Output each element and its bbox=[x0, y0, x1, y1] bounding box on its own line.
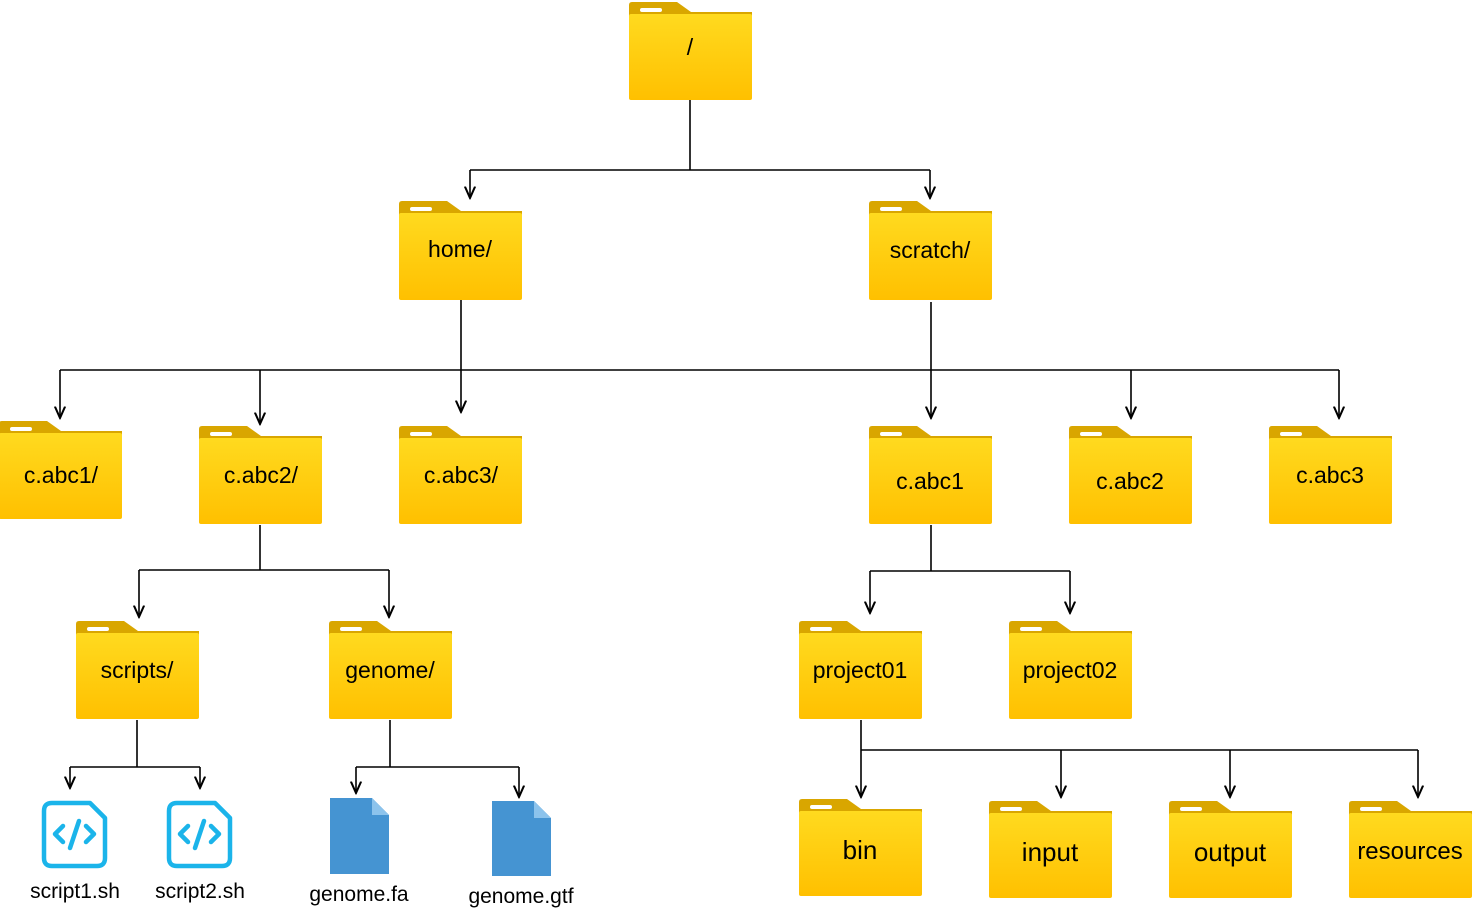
folder-home-cabc3[interactable]: c.abc3/ bbox=[399, 426, 522, 524]
tree-connectors bbox=[60, 100, 1418, 797]
folder-home[interactable]: home/ bbox=[399, 201, 522, 300]
folder-home-cabc2[interactable]: c.abc2/ bbox=[199, 426, 322, 524]
folder-icon bbox=[1009, 621, 1132, 719]
folder-icon bbox=[1349, 801, 1472, 898]
folder-label: c.abc2 bbox=[1096, 468, 1164, 494]
folder-output[interactable]: output bbox=[1169, 801, 1292, 898]
folder-icon bbox=[799, 799, 922, 896]
folder-resources[interactable]: resources bbox=[1349, 801, 1472, 898]
document-icon bbox=[330, 798, 389, 874]
folder-icon bbox=[0, 421, 122, 519]
code-file-icon bbox=[166, 800, 233, 869]
folder-label: input bbox=[1022, 837, 1079, 867]
folder-scratch-cabc3[interactable]: c.abc3 bbox=[1269, 426, 1392, 524]
document-icon bbox=[492, 801, 551, 876]
folder-icon bbox=[399, 426, 522, 524]
folder-label: / bbox=[687, 34, 694, 60]
folder-icon bbox=[1069, 426, 1192, 524]
folder-label: home/ bbox=[428, 236, 493, 262]
folder-icon bbox=[869, 201, 992, 300]
folder-project02[interactable]: project02 bbox=[1009, 621, 1132, 719]
file-label: genome.gtf bbox=[468, 885, 573, 908]
script-file-script2[interactable]: script2.sh bbox=[155, 800, 245, 903]
file-label: script2.sh bbox=[155, 880, 245, 903]
code-file-icon bbox=[41, 800, 108, 869]
folder-icon bbox=[399, 201, 522, 300]
folder-icon bbox=[199, 426, 322, 524]
file-label: script1.sh bbox=[30, 880, 120, 903]
data-file-genome-fa[interactable]: genome.fa bbox=[309, 798, 409, 906]
folder-input[interactable]: input bbox=[989, 801, 1112, 898]
folder-icon bbox=[1169, 801, 1292, 898]
folder-label: c.abc2/ bbox=[224, 462, 299, 488]
folder-label: scripts/ bbox=[101, 657, 174, 683]
script-file-script1[interactable]: script1.sh bbox=[30, 800, 120, 903]
folder-label: output bbox=[1194, 837, 1267, 867]
folder-label: project01 bbox=[813, 657, 908, 683]
folder-scratch[interactable]: scratch/ bbox=[869, 201, 992, 300]
folder-bin[interactable]: bin bbox=[799, 799, 922, 896]
folder-label: project02 bbox=[1023, 657, 1118, 683]
data-file-genome-gtf[interactable]: genome.gtf bbox=[468, 801, 574, 908]
folder-icon bbox=[869, 426, 992, 524]
folder-icon bbox=[989, 801, 1112, 898]
folder-label: genome/ bbox=[345, 657, 435, 683]
folder-root[interactable]: / bbox=[629, 2, 752, 100]
folder-label: c.abc3/ bbox=[424, 462, 499, 488]
folder-label: scratch/ bbox=[890, 237, 971, 263]
folder-label: c.abc1/ bbox=[24, 462, 99, 488]
folder-icon bbox=[629, 2, 752, 100]
folder-icon bbox=[76, 621, 199, 719]
folder-scripts[interactable]: scripts/ bbox=[76, 621, 199, 719]
folder-label: c.abc3 bbox=[1296, 462, 1364, 488]
folder-icon bbox=[799, 621, 922, 719]
folder-project01[interactable]: project01 bbox=[799, 621, 922, 719]
folder-label: c.abc1 bbox=[896, 468, 964, 494]
folder-scratch-cabc2[interactable]: c.abc2 bbox=[1069, 426, 1192, 524]
folder-icon bbox=[1269, 426, 1392, 524]
folder-home-cabc1[interactable]: c.abc1/ bbox=[0, 421, 122, 519]
file-label: genome.fa bbox=[309, 883, 409, 906]
folder-scratch-cabc1[interactable]: c.abc1 bbox=[869, 426, 992, 524]
folder-label: resources bbox=[1357, 838, 1462, 865]
folder-label: bin bbox=[843, 835, 878, 865]
folder-icon bbox=[329, 621, 452, 719]
folder-genome[interactable]: genome/ bbox=[329, 621, 452, 719]
